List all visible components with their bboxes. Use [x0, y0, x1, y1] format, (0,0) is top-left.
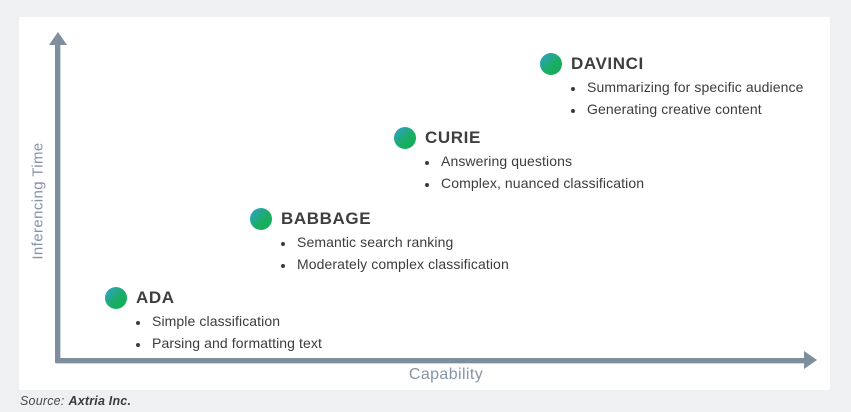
model-name: DAVINCI [571, 54, 644, 73]
source-name: Axtria Inc. [68, 394, 132, 408]
y-axis-label: Inferencing Time [29, 142, 47, 260]
use-case-list: Semantic search ranking Moderately compl… [281, 232, 509, 275]
use-case-item: Summarizing for specific audience [585, 77, 804, 99]
model-info: DAVINCI Summarizing for specific audienc… [571, 53, 804, 120]
model-name: CURIE [425, 128, 481, 147]
x-axis-line [55, 358, 806, 363]
model-dot-icon [540, 53, 562, 75]
source-note: Source:Axtria Inc. [20, 394, 131, 408]
model-dot-icon [250, 208, 272, 230]
model-point-babbage: BABBAGE Semantic search ranking Moderate… [250, 208, 509, 275]
source-prefix: Source: [20, 394, 65, 408]
model-info: ADA Simple classification Parsing and fo… [136, 287, 322, 354]
model-dot-icon [105, 287, 127, 309]
use-case-item: Parsing and formatting text [150, 333, 322, 355]
use-case-list: Simple classification Parsing and format… [136, 311, 322, 354]
y-axis-line [55, 44, 60, 363]
use-case-item: Generating creative content [585, 99, 804, 121]
y-axis-arrow-icon [49, 32, 67, 45]
use-case-list: Answering questions Complex, nuanced cla… [425, 151, 644, 194]
use-case-item: Complex, nuanced classification [439, 173, 644, 195]
use-case-item: Answering questions [439, 151, 644, 173]
model-name: BABBAGE [281, 209, 372, 228]
model-dot-icon [394, 127, 416, 149]
model-info: BABBAGE Semantic search ranking Moderate… [281, 208, 509, 275]
model-info: CURIE Answering questions Complex, nuanc… [425, 127, 644, 194]
model-name: ADA [136, 288, 175, 307]
use-case-item: Semantic search ranking [295, 232, 509, 254]
use-case-item: Moderately complex classification [295, 254, 509, 276]
use-case-item: Simple classification [150, 311, 322, 333]
chart-panel [19, 17, 830, 390]
x-axis-label: Capability [408, 366, 484, 383]
model-point-ada: ADA Simple classification Parsing and fo… [105, 287, 322, 354]
model-point-curie: CURIE Answering questions Complex, nuanc… [394, 127, 644, 194]
model-point-davinci: DAVINCI Summarizing for specific audienc… [540, 53, 804, 120]
use-case-list: Summarizing for specific audience Genera… [571, 77, 804, 120]
x-axis-arrow-icon [804, 351, 817, 369]
